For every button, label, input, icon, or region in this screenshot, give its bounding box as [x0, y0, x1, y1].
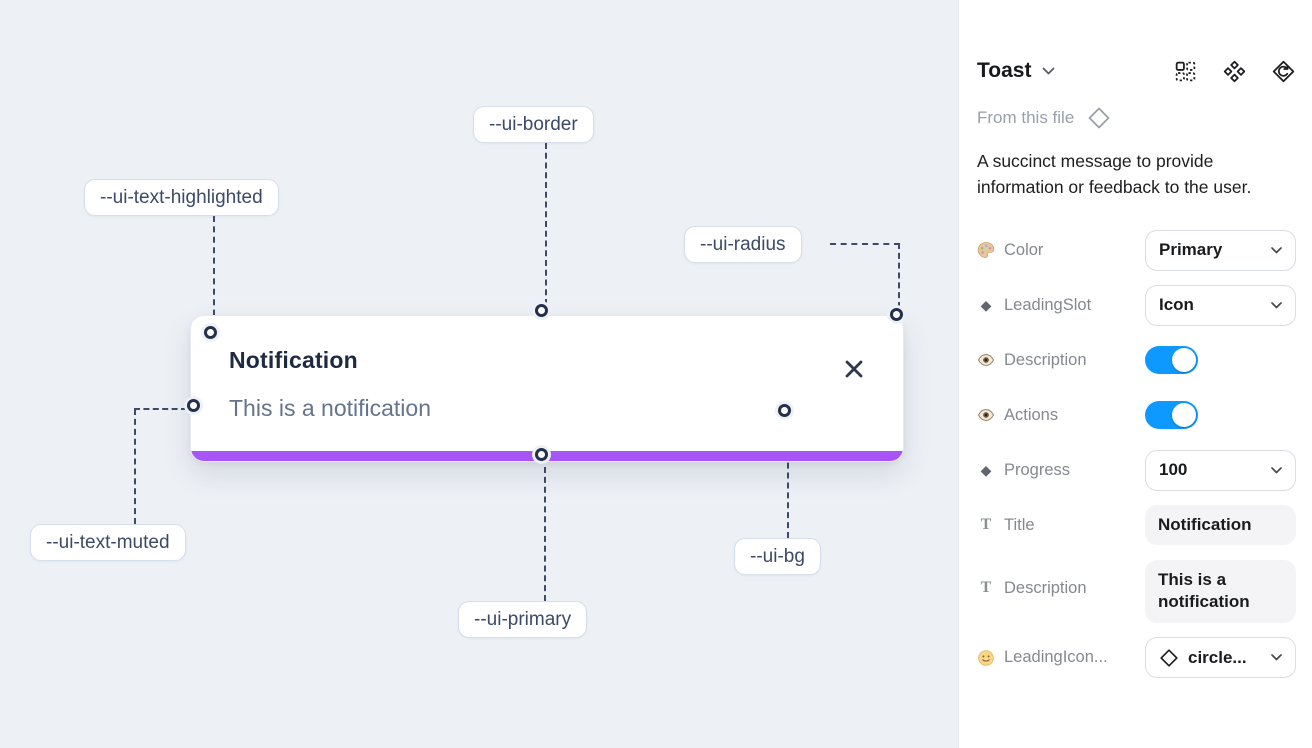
- variant-diamond-icon: ◆: [980, 462, 992, 478]
- connector-ui-radius-v: [898, 243, 900, 308]
- diamond-outline-icon: [1159, 648, 1179, 668]
- canvas: Notification This is a notification --ui…: [0, 0, 958, 748]
- component-title: Toast: [977, 59, 1032, 82]
- eye-icon: [977, 406, 995, 424]
- component-description: A succinct message to provide informatio…: [977, 151, 1252, 198]
- connector-ui-bg: [787, 423, 789, 538]
- anchor-ui-text-highlighted[interactable]: [204, 326, 217, 339]
- text-prop-icon: T: [980, 579, 992, 596]
- prop-label-color: Color: [1004, 240, 1044, 259]
- title-field[interactable]: Notification: [1145, 504, 1296, 546]
- anchor-ui-text-muted[interactable]: [187, 399, 200, 412]
- anchor-ui-border[interactable]: [535, 304, 548, 317]
- var-label-ui-bg[interactable]: --ui-bg: [734, 538, 821, 575]
- close-icon[interactable]: [843, 358, 865, 380]
- component-icon[interactable]: [1222, 59, 1247, 84]
- var-label-ui-text-muted[interactable]: --ui-text-muted: [30, 524, 186, 561]
- prop-label-description-text: Description: [1004, 578, 1087, 597]
- property-list: Color Primary ◆ LeadingSlot Icon: [977, 229, 1296, 679]
- description-field[interactable]: This is a notification: [1145, 559, 1296, 624]
- source-label: From this file: [977, 108, 1075, 127]
- prop-row-color: Color Primary: [977, 229, 1296, 271]
- var-label-ui-radius[interactable]: --ui-radius: [684, 226, 802, 263]
- toggle-knob: [1172, 348, 1196, 372]
- toast-title: Notification: [229, 347, 358, 373]
- var-label-ui-primary[interactable]: --ui-primary: [458, 601, 588, 638]
- toast-component[interactable]: Notification This is a notification: [190, 315, 904, 462]
- chevron-down-icon: [1271, 246, 1282, 254]
- palette-icon: [977, 241, 995, 259]
- prop-row-description-toggle: Description: [977, 340, 1296, 381]
- panel-header: Toast: [977, 56, 1296, 86]
- prop-label-title: Title: [1004, 515, 1035, 534]
- source-row: From this file: [977, 105, 1296, 131]
- var-label-ui-text-highlighted[interactable]: --ui-text-highlighted: [84, 179, 279, 216]
- chevron-down-icon: [1271, 654, 1282, 661]
- actions-toggle[interactable]: [1145, 401, 1198, 429]
- smiley-icon: [977, 649, 995, 667]
- prop-row-leadingslot: ◆ LeadingSlot Icon: [977, 284, 1296, 326]
- connector-ui-text-muted-v: [134, 409, 136, 524]
- chevron-down-icon[interactable]: [1042, 67, 1055, 75]
- properties-panel: Toast: [958, 0, 1312, 748]
- go-to-main-component-icon[interactable]: [1271, 59, 1296, 84]
- anchor-ui-radius[interactable]: [890, 308, 903, 321]
- leadingslot-select[interactable]: Icon: [1145, 284, 1296, 326]
- toggle-knob: [1172, 403, 1196, 427]
- prop-row-description-text: T Description This is a notification: [977, 559, 1296, 624]
- progress-select[interactable]: 100: [1145, 449, 1296, 491]
- prop-row-actions-toggle: Actions: [977, 395, 1296, 436]
- prop-row-title: T Title Notification: [977, 504, 1296, 546]
- text-prop-icon: T: [980, 516, 992, 533]
- prop-label-leadingicon: LeadingIcon...: [1004, 648, 1108, 667]
- color-select[interactable]: Primary: [1145, 229, 1296, 271]
- prop-label-leadingslot: LeadingSlot: [1004, 295, 1092, 314]
- connector-ui-text-highlighted: [213, 216, 215, 326]
- prop-label-progress: Progress: [1004, 460, 1071, 479]
- connector-ui-radius-h: [830, 243, 900, 245]
- connector-ui-text-muted-h: [134, 408, 187, 410]
- prop-row-leadingicon: LeadingIcon... circle...: [977, 637, 1296, 679]
- prop-label-description-toggle: Description: [1004, 350, 1087, 369]
- component-props-grid-icon[interactable]: [1173, 59, 1198, 84]
- chevron-down-icon: [1271, 301, 1282, 309]
- diamond-outline-icon: [1088, 107, 1110, 129]
- leadingicon-select[interactable]: circle...: [1145, 637, 1296, 679]
- description-toggle[interactable]: [1145, 346, 1198, 374]
- prop-row-progress: ◆ Progress 100: [977, 449, 1296, 491]
- eye-icon: [977, 351, 995, 369]
- prop-label-actions-toggle: Actions: [1004, 405, 1059, 424]
- connector-ui-primary: [544, 467, 546, 601]
- connector-ui-border: [545, 143, 547, 305]
- header-icon-group: [1173, 59, 1296, 84]
- variant-diamond-icon: ◆: [980, 297, 992, 313]
- chevron-down-icon: [1271, 466, 1282, 474]
- toast-description: This is a notification: [229, 395, 431, 421]
- var-label-ui-border[interactable]: --ui-border: [473, 106, 594, 143]
- anchor-ui-primary[interactable]: [535, 448, 548, 461]
- anchor-ui-bg[interactable]: [778, 404, 791, 417]
